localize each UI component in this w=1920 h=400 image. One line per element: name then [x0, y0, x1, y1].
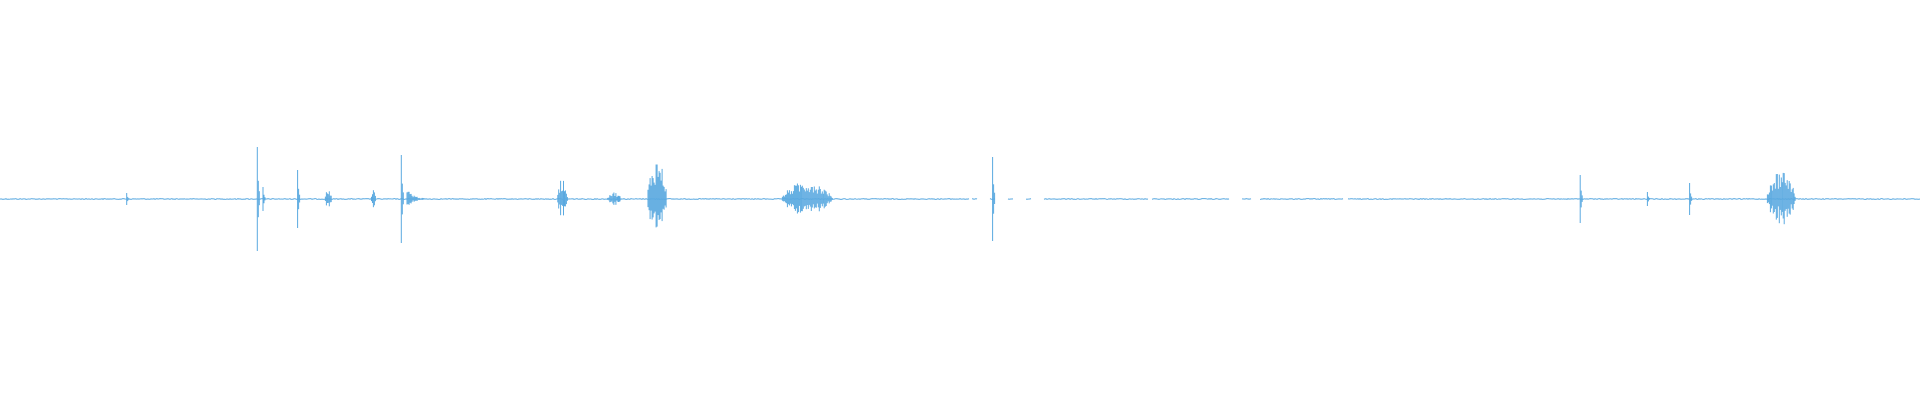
- waveform-burst: [256, 147, 260, 251]
- waveform-burst: [297, 170, 301, 228]
- waveform-burst: [262, 187, 266, 211]
- waveform-baseline-path: [0, 197, 1920, 200]
- waveform-burst: [1646, 192, 1650, 206]
- waveform-baseline: [0, 197, 1920, 200]
- waveform-burst: [1766, 172, 1796, 225]
- waveform-burst: [400, 155, 404, 243]
- waveform-burst: [1689, 183, 1693, 215]
- waveform-burst: [406, 191, 427, 205]
- waveform-burst: [647, 164, 667, 228]
- waveform-burst: [126, 193, 130, 205]
- waveform-burst: [371, 190, 376, 208]
- waveform-burst: [607, 192, 622, 205]
- waveform-burst: [557, 180, 568, 216]
- waveform-burst: [992, 157, 996, 241]
- waveform-burst: [1579, 175, 1583, 223]
- waveform-burst: [781, 183, 833, 214]
- waveform-burst: [324, 191, 332, 207]
